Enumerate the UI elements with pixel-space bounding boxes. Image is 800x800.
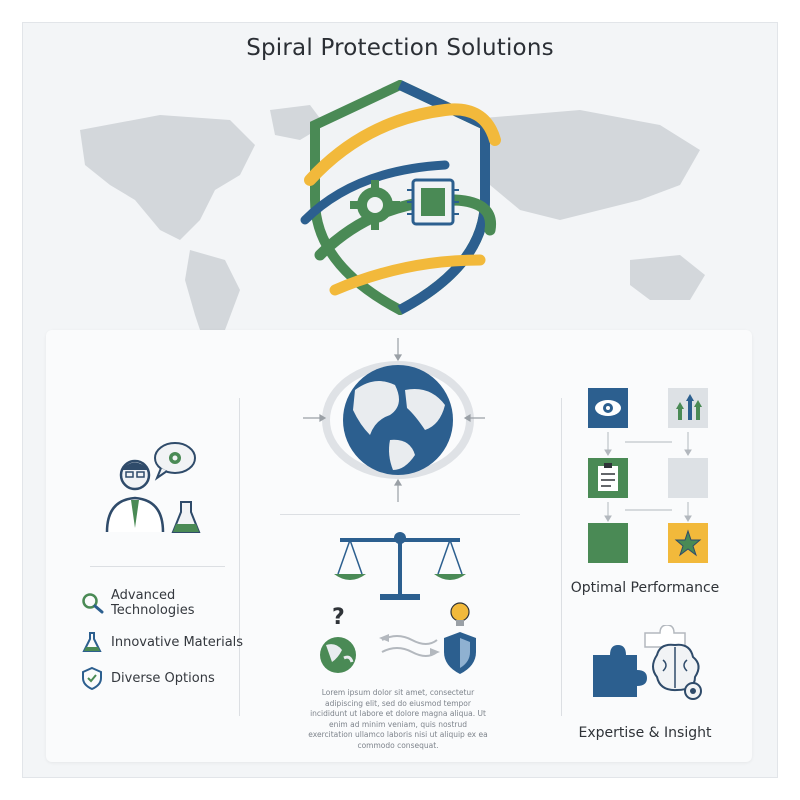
eye-tile [588, 388, 628, 428]
clipboard-icon [598, 463, 618, 491]
lorem-paragraph: Lorem ipsum dolor sit amet, consectetur … [308, 688, 488, 750]
optimal-performance-label: Optimal Performance [570, 580, 720, 596]
expertise-insight-label: Expertise & Insight [578, 725, 712, 741]
left-row-divider [90, 566, 225, 567]
gear-icon [350, 180, 400, 230]
feature-label: Innovative Materials [111, 634, 244, 650]
eye-icon [595, 400, 621, 416]
green-tile [588, 523, 628, 563]
checklist-tile [588, 458, 628, 498]
star-tile [668, 523, 708, 563]
column-divider-left [239, 398, 240, 716]
shield-icon [444, 632, 476, 674]
blank-gray-tile [668, 458, 708, 498]
lightbulb-icon [450, 602, 470, 626]
feature-diverse-options: Diverse Options [80, 666, 215, 690]
shield-check-icon [82, 666, 102, 690]
feature-innovative-materials: Innovative Materials [80, 630, 243, 654]
outline-puzzle-piece-icon [644, 625, 686, 648]
page-title: Spiral Protection Solutions [246, 35, 554, 61]
star-icon [674, 529, 702, 557]
puzzle-piece-icon [593, 645, 647, 697]
question-mark-icon: ? [332, 605, 345, 630]
magnifier-icon [82, 593, 104, 614]
scientist-illustration [105, 442, 201, 533]
up-arrows-icon [676, 394, 702, 420]
brain-gear-icon [652, 643, 702, 700]
flask-icon [82, 632, 102, 652]
feature-label: Advanced Technologies [111, 588, 195, 618]
center-row-divider [280, 514, 520, 515]
process-grid [588, 388, 708, 563]
globe-diagram [303, 338, 485, 502]
problem-to-solution-diagram: ? [320, 602, 476, 674]
microchip-icon [407, 178, 459, 226]
puzzle-brain-illustration [593, 625, 702, 700]
spiral-shield-logo [300, 80, 501, 315]
globe-icon [343, 365, 453, 475]
column-divider-right [561, 398, 562, 716]
transition-arrows-icon [379, 634, 440, 657]
feature-advanced-technologies: Advanced Technologies [80, 588, 201, 618]
broken-globe-icon [320, 637, 356, 673]
growth-arrows-tile [668, 388, 708, 428]
flask-icon [171, 501, 201, 533]
scientist-icon [105, 459, 165, 533]
feature-label: Diverse Options [111, 670, 215, 686]
balance-scale-icon [334, 532, 466, 600]
speech-bubble-gear-icon [154, 442, 196, 481]
